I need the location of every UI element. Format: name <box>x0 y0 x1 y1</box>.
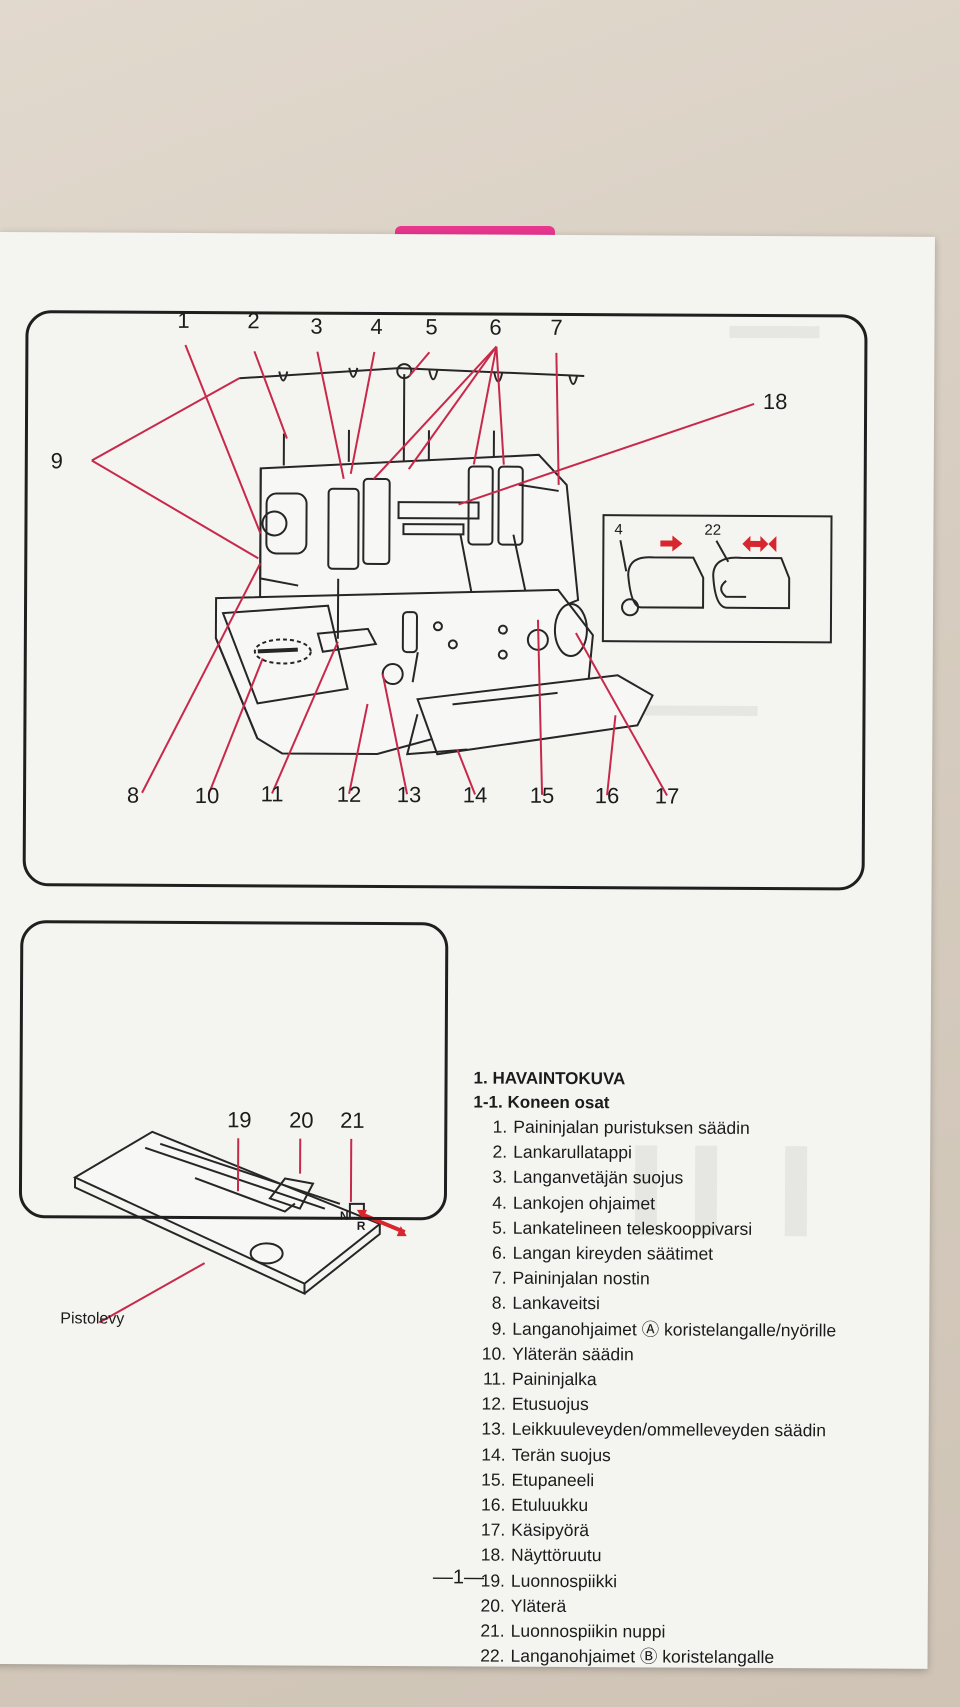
part-label: Yläterä <box>510 1595 567 1616</box>
part-item: 7.Paininjalan nostin <box>472 1266 912 1294</box>
part-item: 1.Paininjalan puristuksen säädin <box>473 1114 913 1142</box>
part-number: 16. <box>480 1494 506 1515</box>
part-item: 2.Lankarullatappi <box>473 1140 913 1168</box>
part-label: Lankojen ohjaimet <box>512 1192 656 1214</box>
part-number: 1. <box>492 1116 508 1137</box>
callout-6: 6 <box>489 314 502 340</box>
inset-callout-22: 22 <box>704 521 722 539</box>
callout-13: 13 <box>396 782 422 808</box>
part-label: Etupaneeli <box>511 1469 595 1490</box>
part-number: 2. <box>492 1141 508 1162</box>
part-number: 14. <box>481 1444 506 1465</box>
parts-list: 1. HAVAINTOKUVA 1-1. Koneen osat 1.Paini… <box>470 1066 913 1671</box>
part-item: 13.Leikkuuleveyden/ommelleveyden säädin <box>472 1417 912 1445</box>
part-item: 12.Etusuojus <box>472 1392 912 1420</box>
part-label: Käsipyörä <box>511 1519 590 1541</box>
part-label: Paininjalan nostin <box>512 1267 650 1289</box>
part-label: Lankarullatappi <box>513 1141 632 1163</box>
part-item: 20.Yläterä <box>471 1593 911 1621</box>
callout-16: 16 <box>594 783 620 809</box>
inset-callout-4: 4 <box>614 521 623 539</box>
callout-15: 15 <box>529 782 555 808</box>
part-number: 4. <box>492 1192 507 1213</box>
part-item: 8.Lankaveitsi <box>472 1291 912 1319</box>
part-item: 22.Langanohjaimet Ⓑ koristelangalle <box>470 1644 910 1672</box>
part-item: 11.Paininjalka <box>472 1367 912 1395</box>
machine-illustration <box>72 344 833 1324</box>
callout-18: 18 <box>762 388 788 415</box>
part-item: 3.Langanvetäjän suojus <box>473 1165 913 1193</box>
callout-5: 5 <box>425 314 438 340</box>
callout-17: 17 <box>654 783 680 809</box>
part-item: 4.Lankojen ohjaimet <box>473 1190 913 1218</box>
callout-14: 14 <box>462 782 488 808</box>
part-number: 8. <box>491 1293 507 1314</box>
part-label: Terän suojus <box>511 1444 611 1465</box>
section-title: 1. HAVAINTOKUVA <box>473 1068 626 1089</box>
part-number: 9. <box>491 1318 507 1339</box>
part-number: 21. <box>480 1620 505 1641</box>
callout-3: 3 <box>310 313 323 339</box>
callout-12: 12 <box>336 781 362 807</box>
part-number: 7. <box>491 1267 507 1288</box>
part-item: 15.Etupaneeli <box>471 1467 911 1495</box>
callout-21: 21 <box>340 1107 365 1133</box>
part-label: Langan kireyden säätimet <box>512 1242 714 1264</box>
part-number: 18. <box>480 1544 506 1566</box>
callout-4: 4 <box>370 313 383 340</box>
part-number: 17. <box>480 1519 506 1540</box>
part-label: Lankaveitsi <box>512 1293 601 1314</box>
stitch-plate-frame <box>18 920 449 1221</box>
part-number: 20. <box>480 1595 505 1616</box>
callout-7: 7 <box>550 314 563 340</box>
part-item: 6.Langan kireyden säätimet <box>473 1241 913 1269</box>
part-label: Näyttöruutu <box>511 1545 602 1566</box>
part-number: 15. <box>481 1469 506 1490</box>
part-label: Leikkuuleveyden/ommelleveyden säädin <box>511 1419 827 1441</box>
part-number: 10. <box>481 1343 507 1364</box>
callout-10: 10 <box>194 783 220 809</box>
part-item: 17.Käsipyörä <box>471 1518 911 1546</box>
part-number: 6. <box>492 1242 507 1263</box>
part-number: 11. <box>482 1368 507 1389</box>
part-item: 9.Langanohjaimet Ⓐ koristelangalle/nyöri… <box>472 1316 912 1344</box>
part-number: 5. <box>492 1217 507 1238</box>
part-label: Lankatelineen teleskooppivarsi <box>512 1217 753 1239</box>
part-item: 21.Luonnospiikin nuppi <box>471 1619 911 1647</box>
part-label: Langanvetäjän suojus <box>513 1167 684 1188</box>
part-item: 14.Terän suojus <box>472 1442 912 1470</box>
part-number: 22. <box>480 1645 505 1666</box>
callout-2: 2 <box>247 308 260 334</box>
part-label: Paininjalan puristuksen säädin <box>513 1116 750 1138</box>
manual-page: 1 2 3 4 5 6 7 8 9 10 11 12 13 14 15 16 1… <box>0 232 935 1669</box>
callout-20: 20 <box>289 1107 314 1133</box>
part-label: Langanohjaimet Ⓑ koristelangalle <box>510 1645 775 1668</box>
part-item: 5.Lankatelineen teleskooppivarsi <box>473 1215 913 1243</box>
part-label: Yläterän säädin <box>512 1343 634 1365</box>
subsection-title: 1-1. Koneen osat <box>473 1092 610 1113</box>
part-label: Etuluukku <box>511 1494 589 1516</box>
part-label: Luonnospiikin nuppi <box>510 1620 666 1642</box>
stitch-plate-label: Pistolevy <box>60 1310 125 1328</box>
part-number: 3. <box>492 1166 508 1188</box>
callout-19: 19 <box>227 1107 252 1133</box>
callout-9: 9 <box>50 448 63 474</box>
part-number: 13. <box>481 1418 506 1440</box>
plate-mark-r: R <box>356 1218 366 1233</box>
part-label: Langanohjaimet Ⓐ koristelangalle/nyörill… <box>512 1318 837 1341</box>
part-item: 18.Näyttöruutu <box>471 1543 911 1571</box>
callout-8: 8 <box>126 782 140 808</box>
part-number: 12. <box>481 1393 506 1414</box>
part-label: Etusuojus <box>511 1393 589 1415</box>
callout-1: 1 <box>177 307 190 333</box>
page-number: —1— <box>432 1566 485 1589</box>
callout-11: 11 <box>260 781 284 807</box>
part-item: 16.Etuluukku <box>471 1493 911 1521</box>
part-item: 19.Luonnospiikki <box>471 1568 911 1596</box>
plate-mark-n: N <box>339 1208 349 1223</box>
part-item: 10.Yläterän säädin <box>472 1341 912 1369</box>
part-label: Luonnospiikki <box>510 1570 618 1591</box>
part-label: Paininjalka <box>511 1368 597 1390</box>
